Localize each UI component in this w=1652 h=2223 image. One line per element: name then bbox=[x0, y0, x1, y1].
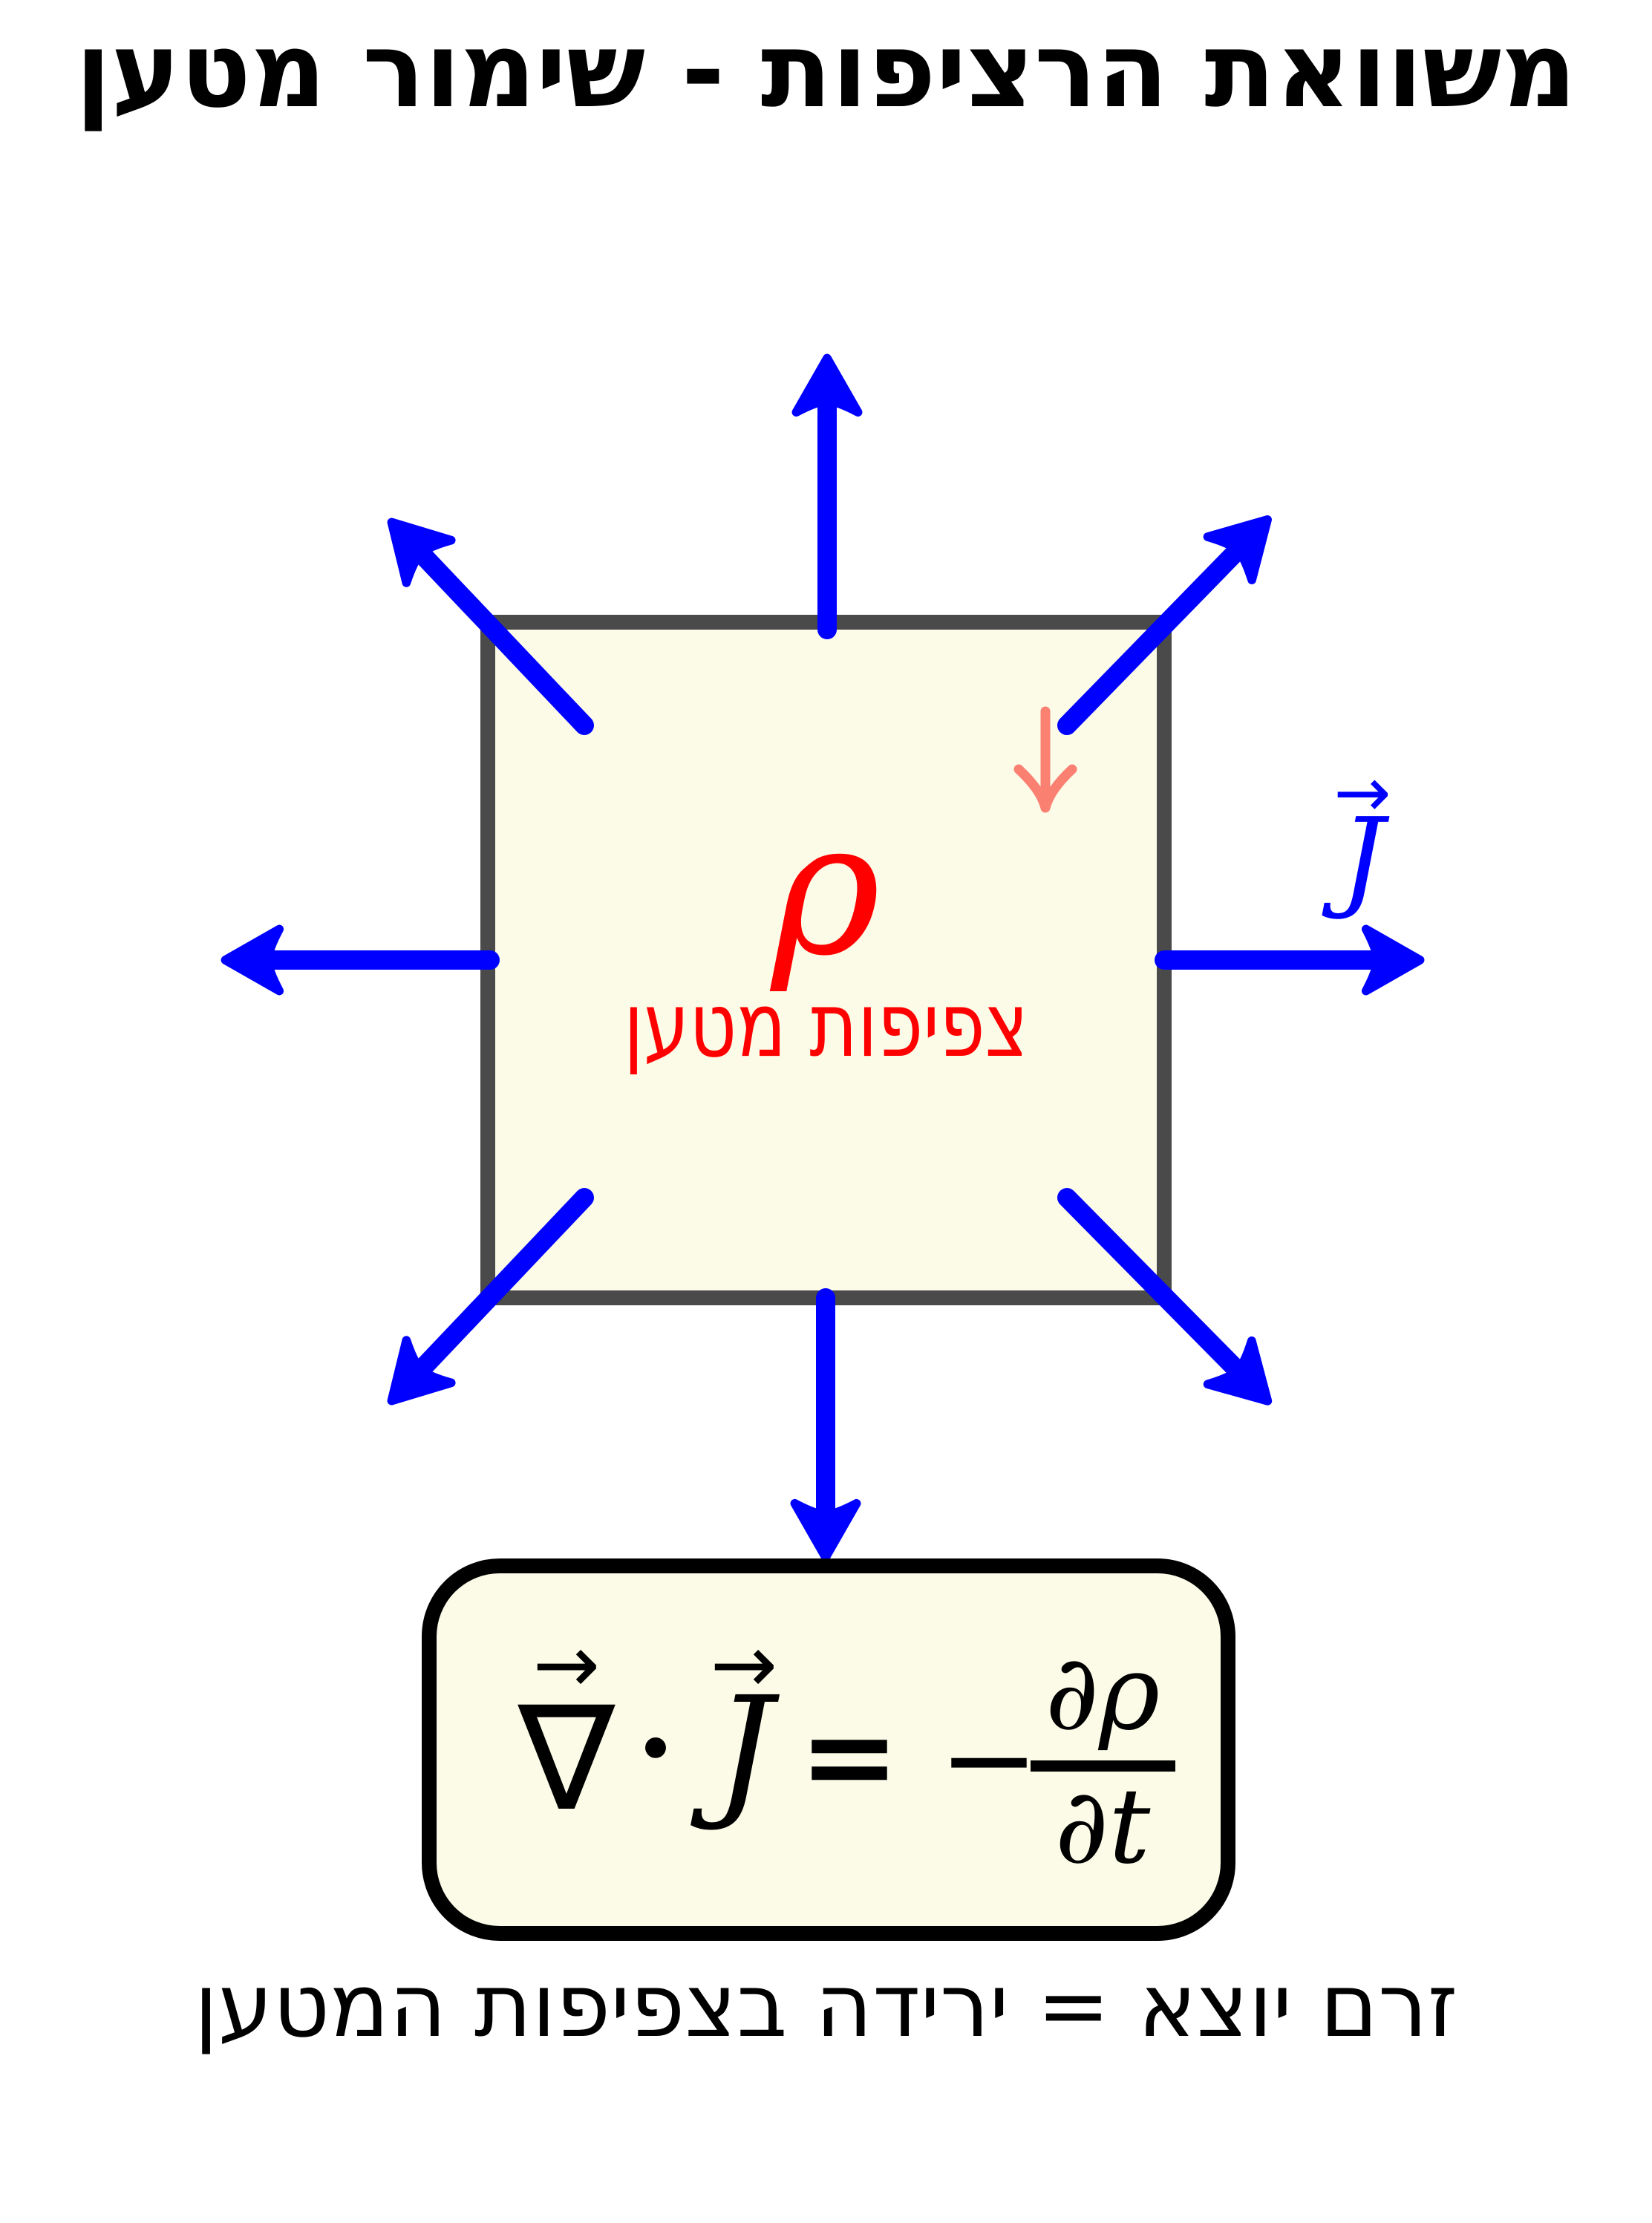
density-decrease-arrow-icon bbox=[1013, 706, 1077, 813]
formula-dot-operator: · bbox=[636, 1682, 676, 1813]
flux-arrow-down-right-icon bbox=[1057, 1188, 1273, 1406]
formula-numerator: ∂ρ bbox=[1045, 1633, 1160, 1754]
density-box bbox=[480, 615, 1172, 1305]
vector-arrow-icon: → bbox=[710, 1619, 778, 1711]
flux-arrow-down-left-icon bbox=[387, 1188, 594, 1406]
flux-arrow-up-right-icon bbox=[1057, 515, 1272, 735]
formula-nabla: ∇ bbox=[518, 1674, 616, 1843]
page-title: משוואת הרציפות - שימור מטען bbox=[75, 10, 1577, 131]
vector-arrow-icon: → bbox=[1333, 753, 1391, 832]
formula-box: → ∇ · → J = − ∂ρ ∂t bbox=[422, 1558, 1235, 1941]
current-density-symbol: J bbox=[1340, 794, 1385, 922]
density-label: צפיפות מטען bbox=[623, 974, 1029, 1077]
flux-arrow-up-left-icon bbox=[387, 518, 594, 735]
formula-denominator: ∂t bbox=[1054, 1766, 1151, 1887]
rho-symbol: ρ bbox=[771, 780, 881, 996]
formula-current-symbol: J bbox=[714, 1665, 774, 1834]
caption: זרם יוצא = ירידה בצפיפות המטען bbox=[194, 1954, 1458, 2057]
formula-equals-sign: = bbox=[799, 1685, 900, 1827]
formula-fraction-bar bbox=[1031, 1760, 1175, 1772]
vector-arrow-icon: → bbox=[532, 1619, 601, 1711]
formula-minus-sign: − bbox=[938, 1690, 1039, 1829]
